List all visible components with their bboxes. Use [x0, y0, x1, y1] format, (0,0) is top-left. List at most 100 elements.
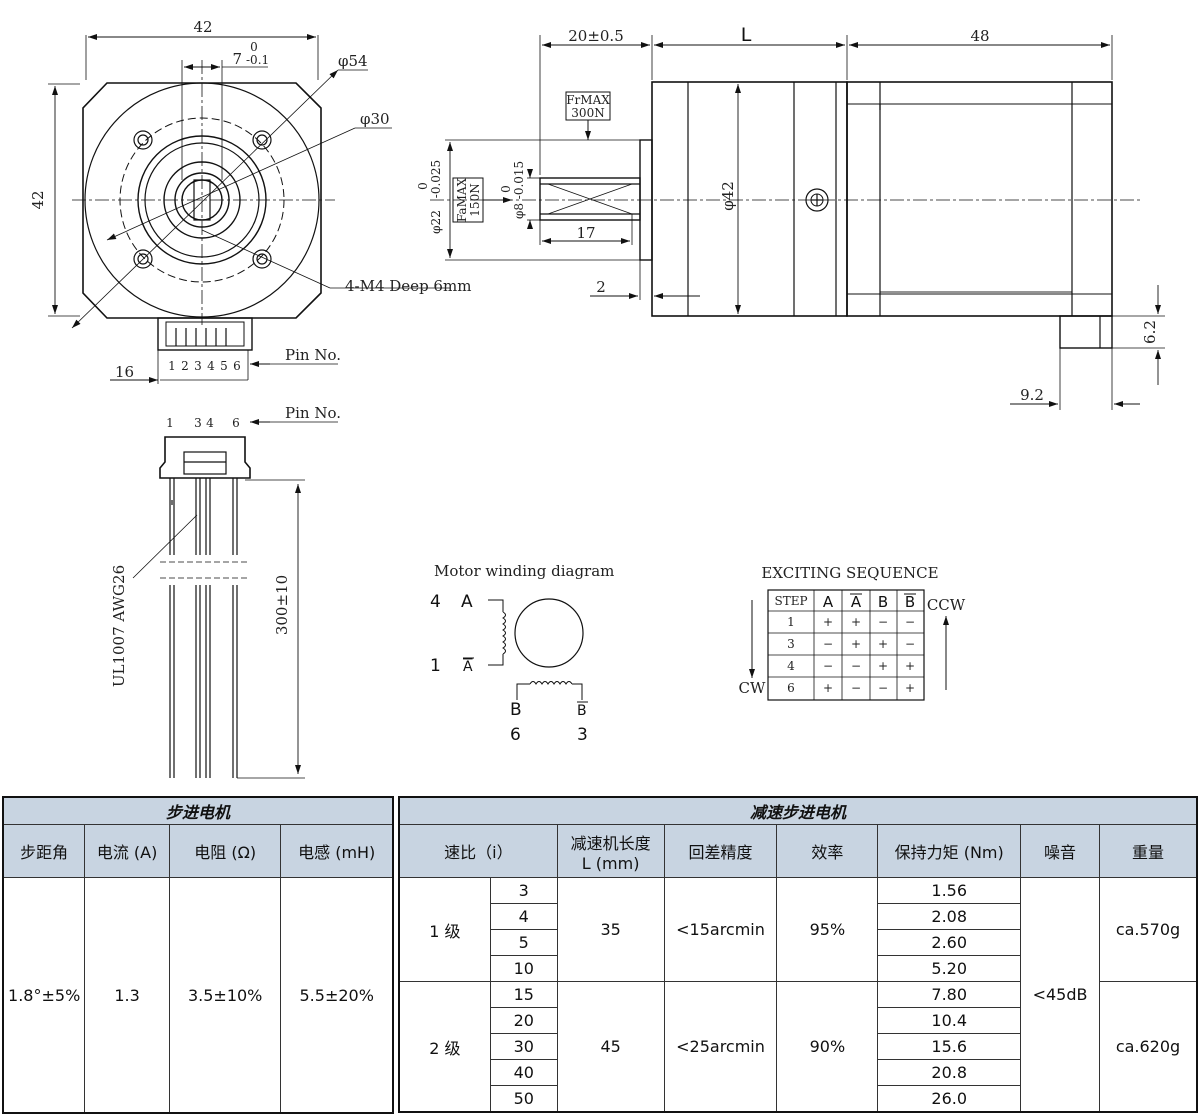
- pin-label: 2: [181, 359, 189, 373]
- wire-spec: UL1007 AWG26: [110, 565, 128, 687]
- torque-cell: 7.80: [877, 981, 1022, 1008]
- pin-no-label: Pin No.: [285, 346, 341, 364]
- pin-label: 4: [206, 416, 214, 430]
- phi22-tol-bottom: -0.025: [429, 160, 443, 198]
- sequence-labels: EXCITING SEQUENCE STEP A A B B 1 + + − −…: [739, 564, 966, 697]
- stage-1-efficiency: 95%: [776, 877, 879, 982]
- direction-ccw: CCW: [927, 596, 966, 614]
- dim-width-top: 42: [193, 18, 212, 36]
- sequence-cell: +: [823, 681, 833, 695]
- frmax-label: FrMAX: [566, 93, 610, 107]
- dim-key-length: 17: [576, 224, 595, 242]
- ratio-cell: 20: [489, 1007, 558, 1034]
- dim-phi8: φ8: [512, 203, 526, 219]
- ratio-cell: 3: [489, 877, 558, 904]
- dim-key-tol-top: 0: [250, 40, 258, 54]
- frmax-value: 300N: [571, 106, 604, 120]
- header-weight: 重量: [1099, 824, 1198, 878]
- dim-reducer-length: L: [741, 24, 752, 46]
- spec-tables: 步进电机 步距角 电流 (A) 电阻 (Ω) 电感 (mH) 1.8°±5% 1…: [0, 796, 1200, 1116]
- winding-pin-6: 6: [510, 725, 521, 745]
- winding-phase-a-bar: A: [463, 659, 473, 675]
- stage-1-label: 1 级: [398, 877, 491, 982]
- stage-2-efficiency: 90%: [776, 981, 879, 1113]
- header-backlash: 回差精度: [663, 824, 778, 878]
- reducer-table-title: 减速步进电机: [398, 796, 1198, 825]
- sequence-title: EXCITING SEQUENCE: [761, 564, 938, 582]
- ratio-cell: 15: [489, 981, 558, 1008]
- header-current: 电流 (A): [84, 824, 170, 878]
- stage-1-weight: ca.570g: [1099, 877, 1198, 982]
- torque-cell: 2.08: [877, 903, 1022, 930]
- ratio-cell: 4: [489, 903, 558, 930]
- cable-view: [132, 419, 338, 779]
- side-view-labels: 20±0.5 L 48 FrMAX 300N FaMAX 150N 0 φ22 …: [416, 24, 1159, 404]
- dim-cable-length: 300±10: [273, 575, 291, 635]
- stage-2-label: 2 级: [398, 981, 491, 1113]
- torque-cell: 20.8: [877, 1059, 1022, 1086]
- dim-shaft-length: 20±0.5: [568, 27, 624, 45]
- ratio-cell: 50: [489, 1085, 558, 1113]
- sequence-cell: −: [905, 637, 915, 651]
- dim-phi30: φ30: [360, 110, 390, 128]
- dim-motor-length: 48: [970, 27, 989, 45]
- direction-cw: CW: [739, 679, 766, 697]
- header-holding-torque: 保持力矩 (Nm): [877, 824, 1022, 878]
- pin-label: 6: [233, 359, 241, 373]
- phi8-tol-top: 0: [499, 185, 513, 193]
- sequence-cell: −: [878, 615, 888, 629]
- winding-labels: Motor winding diagram 4 A 1 A B B 6 3: [430, 562, 614, 745]
- dim-flange: 2: [596, 278, 606, 296]
- sequence-cell: −: [823, 659, 833, 673]
- dim-connector-offset: 16: [115, 363, 134, 381]
- sequence-cell: 4: [787, 659, 795, 673]
- sequence-header-a: A: [823, 593, 834, 611]
- sequence-header-a-bar: A: [851, 593, 862, 611]
- sequence-grid: [749, 589, 949, 701]
- winding-phase-a: A: [461, 592, 473, 612]
- sequence-cell: +: [905, 681, 915, 695]
- dim-phi22: φ22: [429, 210, 443, 234]
- torque-cell: 26.0: [877, 1085, 1022, 1113]
- sequence-cell: +: [851, 615, 861, 629]
- pin-label: 6: [232, 416, 240, 430]
- stage-2-weight: ca.620g: [1099, 981, 1198, 1113]
- dim-holes: 4-M4 Deep 6mm: [345, 277, 471, 295]
- header-inductance: 电感 (mH): [280, 824, 394, 878]
- famax-value: 150N: [468, 183, 482, 216]
- pin-no-label: Pin No.: [285, 404, 341, 422]
- phi8-tol-bottom: -0.015: [512, 161, 526, 199]
- ratio-cell: 10: [489, 955, 558, 982]
- ratio-cell: 40: [489, 1059, 558, 1086]
- pin-label: 3: [194, 359, 202, 373]
- sequence-header-b-bar: B: [905, 593, 915, 611]
- stage-2-length: 45: [556, 981, 665, 1113]
- sequence-cell: +: [823, 615, 833, 629]
- noise-value: <45dB: [1020, 877, 1101, 1113]
- phi22-tol-top: 0: [416, 182, 430, 190]
- torque-cell: 2.60: [877, 929, 1022, 956]
- front-view-labels: 42 0 7 -0.1 42 φ54 φ30 4-M4 Deep 6mm Pin…: [29, 18, 471, 381]
- sequence-cell: +: [905, 659, 915, 673]
- sequence-cell: +: [878, 637, 888, 651]
- side-view: [430, 35, 1165, 410]
- value-current: 1.3: [84, 877, 170, 1114]
- header-efficiency: 效率: [776, 824, 879, 878]
- famax-label: FaMAX: [455, 177, 469, 222]
- sequence-cell: 6: [787, 681, 795, 695]
- pin-label: 5: [220, 359, 228, 373]
- sequence-cell: −: [905, 615, 915, 629]
- torque-cell: 10.4: [877, 1007, 1022, 1034]
- dim-phi42: φ42: [719, 181, 737, 211]
- sequence-cell: −: [851, 659, 861, 673]
- stepper-motor-table: 步进电机 步距角 电流 (A) 电阻 (Ω) 电感 (mH) 1.8°±5% 1…: [2, 796, 394, 1114]
- sequence-header-b: B: [878, 593, 888, 611]
- winding-phase-b-bar: B: [577, 703, 587, 719]
- winding-pin-3: 3: [577, 725, 588, 745]
- stage-1-length: 35: [556, 877, 665, 982]
- sequence-cell: −: [851, 681, 861, 695]
- torque-cell: 1.56: [877, 877, 1022, 904]
- header-resistance: 电阻 (Ω): [168, 824, 282, 878]
- dim-connector-width: 9.2: [1020, 386, 1044, 404]
